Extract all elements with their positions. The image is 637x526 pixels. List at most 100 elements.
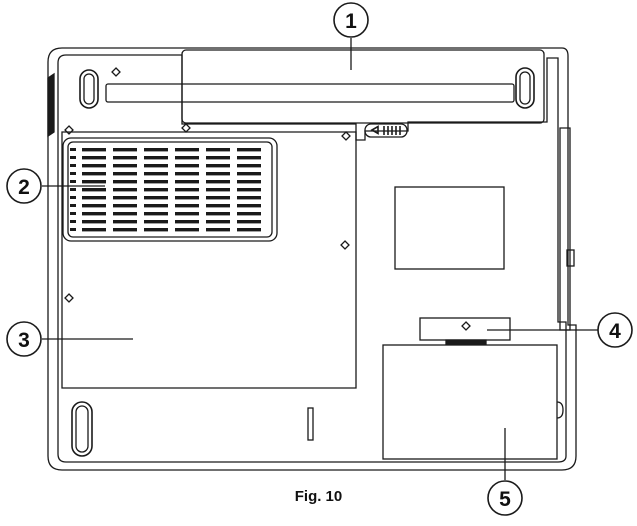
vent-slot [237, 156, 261, 160]
vent-slot [82, 228, 106, 232]
vent-slot [175, 188, 199, 192]
hdd-latch-mark [461, 321, 471, 331]
vent-slot [206, 188, 230, 192]
rubber-foot-bottom-left-inner [75, 405, 89, 453]
vent-slot [144, 228, 168, 232]
callout-number-1: 1 [345, 10, 357, 33]
screw-mark [64, 125, 74, 135]
callout-circle-5 [487, 480, 523, 516]
vent-marker [70, 164, 76, 167]
vent-slot [144, 204, 168, 208]
vent-slot [144, 148, 168, 152]
vent-slot [237, 164, 261, 168]
vent-slot [113, 172, 137, 176]
vent-slot [206, 164, 230, 168]
hdd-compartment-tab [556, 401, 564, 419]
callout-circle-4 [597, 312, 633, 348]
screw-mark [340, 240, 350, 250]
vent-slot [82, 156, 106, 160]
figure-caption: Fig. 10 [294, 488, 343, 505]
vent-slot [237, 220, 261, 224]
vent-marker [70, 156, 76, 159]
vent-marker [70, 228, 76, 231]
vent-slot [237, 228, 261, 232]
vent-slot [175, 204, 199, 208]
battery-lock-ribs [370, 125, 401, 135]
vent-slot [113, 164, 137, 168]
vent-marker [70, 180, 76, 183]
vent-marker [70, 148, 76, 151]
screw-mark [341, 131, 351, 141]
vent-slot [206, 172, 230, 176]
vent-marker [70, 196, 76, 199]
memory-cover-panel [61, 131, 357, 389]
screw-mark [181, 123, 191, 133]
battery-strip [105, 83, 515, 103]
switch-arrow-icon [370, 125, 379, 135]
vent-slot [82, 164, 106, 168]
vent-slot [206, 228, 230, 232]
vent-slot [206, 212, 230, 216]
vent-slot [113, 228, 137, 232]
vent-slot [113, 220, 137, 224]
callout-number-4: 4 [609, 320, 621, 343]
vent-slot [113, 196, 137, 200]
vent-slot [206, 148, 230, 152]
vent-slot [82, 220, 106, 224]
vent-slot [113, 156, 137, 160]
vent-slot [237, 204, 261, 208]
laptop-body-inner [57, 54, 567, 463]
right-side-latch [566, 249, 575, 267]
vent-slot [82, 196, 106, 200]
vent-slot [144, 188, 168, 192]
callout-number-3: 3 [18, 329, 30, 352]
vent-slot [144, 180, 168, 184]
vent-slot [82, 188, 106, 192]
rubber-foot-top-left-inner [83, 73, 95, 105]
left-edge-hinge [47, 72, 55, 138]
laptop-body-outline [47, 47, 577, 471]
hdd-latch-base [445, 339, 487, 345]
vent-slot [144, 164, 168, 168]
vent-slot [144, 212, 168, 216]
vent-slot [206, 196, 230, 200]
vent-slot [206, 220, 230, 224]
callout-number-2: 2 [18, 176, 30, 199]
battery-compartment [181, 49, 545, 124]
vent-slot [82, 204, 106, 208]
vent-marker [70, 220, 76, 223]
vent-grille-frame [62, 137, 278, 242]
rubber-foot-top-left [79, 69, 99, 109]
vent-slot [175, 212, 199, 216]
vent-slot [144, 220, 168, 224]
vent-slot [206, 204, 230, 208]
vent-slot [82, 148, 106, 152]
vent-slot [144, 172, 168, 176]
vent-marker [70, 204, 76, 207]
vent-slot [113, 212, 137, 216]
rubber-foot-top-right [515, 67, 535, 109]
vent-slot [82, 180, 106, 184]
vent-slot [175, 172, 199, 176]
vent-slot [144, 156, 168, 160]
callout-number-5: 5 [499, 488, 511, 511]
vent-slot [175, 196, 199, 200]
vent-grille-inner [67, 141, 273, 238]
vent-marker [70, 188, 76, 191]
callout-circle-3 [6, 321, 42, 357]
rubber-foot-bottom-left [71, 401, 93, 457]
screw-mark [111, 67, 121, 77]
vent-slot [113, 204, 137, 208]
vent-slot [237, 196, 261, 200]
slot-marker [307, 407, 314, 441]
vent-slot [237, 188, 261, 192]
callout-circle-1 [333, 2, 369, 38]
battery-lock-switch [364, 123, 408, 138]
vent-slot [175, 220, 199, 224]
hdd-compartment [382, 344, 558, 460]
rubber-foot-top-right-inner [519, 71, 531, 105]
vent-slot [113, 188, 137, 192]
vent-slot [175, 148, 199, 152]
vent-slot [206, 156, 230, 160]
